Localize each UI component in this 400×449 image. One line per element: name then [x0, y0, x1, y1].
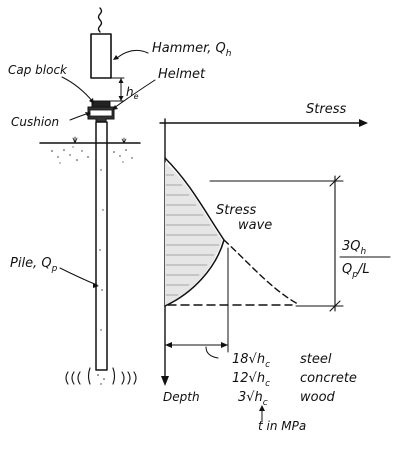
stress-wave-label-2: wave — [238, 218, 272, 233]
stress-depth-graph: Stress Depth Stress wave 3Qh — [159, 102, 391, 433]
pile-tip-dots — [97, 374, 105, 385]
stress-row-wood-sub: c — [263, 398, 268, 408]
amplitude-denominator-sub: p — [351, 270, 358, 280]
amplitude-tick-bottom — [329, 300, 341, 312]
helmet-leader-head — [112, 105, 118, 110]
depth-axis-arrowhead — [161, 376, 169, 386]
hammer-block — [90, 33, 112, 79]
hammer-leader-head — [113, 55, 119, 60]
amplitude-denominator: Qp/L — [342, 262, 370, 280]
cushion-leader-head — [85, 112, 91, 116]
amplitude-fraction: 3Qh Qp/L — [339, 239, 391, 280]
hammer-leader — [116, 49, 149, 59]
units-arrow-head — [259, 405, 265, 411]
pile-label: Pile, Qp — [10, 256, 58, 274]
stress-row-concrete: 12√hc concrete — [232, 371, 357, 389]
stress-row-concrete-coef: 12√h — [232, 371, 265, 386]
drop-height-label: he — [126, 85, 139, 101]
pile-shaft — [95, 121, 108, 371]
pile-label-sub: p — [51, 264, 58, 274]
depth-axis-label: Depth — [163, 390, 200, 404]
cap-block-label: Cap block — [8, 63, 68, 77]
stress-row-steel: 18√hc steel — [232, 352, 332, 370]
stress-row-wood-coef: 3√h — [238, 390, 263, 405]
drop-height-arrow-up — [118, 78, 124, 83]
hoist-cable — [97, 7, 103, 33]
cap-block-shape — [91, 100, 111, 108]
stress-axis-arrowhead — [359, 119, 368, 127]
stress-wave-label-1: Stress — [216, 203, 256, 218]
pile-texture — [99, 169, 104, 331]
helmet-label: Helmet — [158, 67, 206, 82]
cushion-shape — [89, 109, 113, 117]
stress-axis-label: Stress — [306, 102, 346, 117]
stress-row-wood: 3√hc wood — [238, 390, 336, 408]
stress-wave-dashed — [223, 239, 299, 305]
pile-tip-soil — [65, 367, 137, 385]
stress-wave-hatch — [165, 174, 220, 296]
stress-row-steel-coef: 18√h — [232, 352, 265, 367]
amplitude-numerator-sub: h — [361, 247, 367, 257]
drop-height-sub: e — [134, 92, 139, 101]
cushion-label: Cushion — [11, 115, 59, 129]
hammer-label-sub: h — [226, 49, 232, 59]
stress-wave-shading — [165, 162, 222, 306]
stress-row-concrete-sub: c — [265, 379, 270, 389]
grass-tufts — [72, 136, 127, 144]
amplitude-denominator-tail: /L — [357, 262, 370, 277]
pile-leader-head — [93, 283, 99, 288]
stress-row-wood-material: wood — [300, 390, 336, 405]
cap-block-leader-head — [89, 98, 94, 104]
cap-block-leader — [61, 76, 94, 103]
units-note: t in MPa — [258, 419, 306, 433]
peak-leader — [205, 346, 219, 359]
drop-height-arrow-down — [118, 96, 124, 101]
amplitude-tick-top — [329, 175, 341, 187]
hammer-label: Hammer, Qh — [152, 41, 232, 59]
pile-driving-assembly: Hammer, Qh Cap block Helmet he Cushion P… — [8, 7, 232, 385]
peak-dim-arrow-right — [221, 342, 228, 348]
pile-leader — [59, 267, 98, 286]
amplitude-numerator: 3Qh — [342, 239, 367, 257]
peak-dim-arrow-left — [165, 342, 172, 348]
stress-row-concrete-material: concrete — [300, 371, 357, 386]
stress-row-steel-sub: c — [265, 360, 270, 370]
helmet-leader — [113, 79, 156, 109]
ground-hatching — [51, 146, 133, 164]
stress-row-steel-material: steel — [300, 352, 332, 367]
